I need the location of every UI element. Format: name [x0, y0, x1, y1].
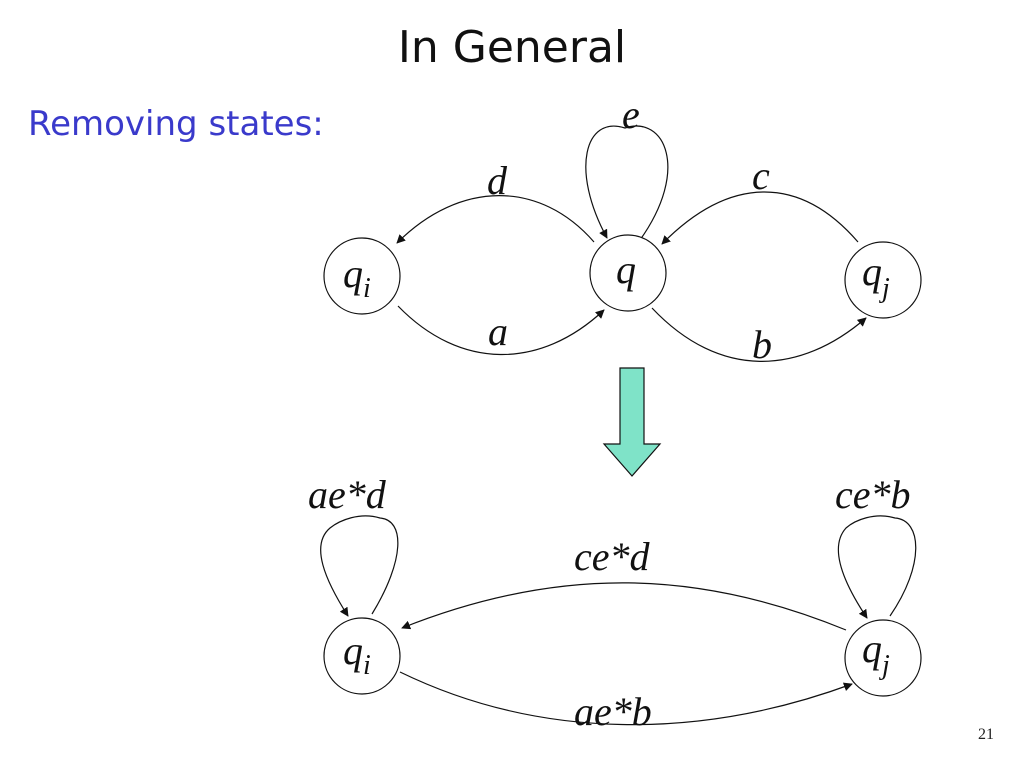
- edge-label-b: b: [752, 322, 772, 367]
- edge-q-to-qi: [396, 195, 595, 244]
- slide-title: In General: [397, 22, 627, 73]
- edge-label-ae-star-b: ae*b: [574, 689, 652, 734]
- state-q-label: q: [616, 247, 636, 292]
- state-qi-circle-reduced: [323, 617, 401, 695]
- edge-qj-self-loop: [837, 515, 917, 619]
- edge-label-c: c: [752, 153, 770, 198]
- state-qi-label-reduced: qi: [343, 628, 371, 681]
- state-qj-label-reduced: qj: [862, 626, 890, 681]
- edge-q-self-loop: [585, 125, 669, 241]
- state-qi-circle: [323, 237, 401, 315]
- edge-label-d: d: [487, 158, 508, 203]
- edge-qi-to-qj: [399, 671, 853, 726]
- edge-label-a: a: [488, 309, 508, 354]
- page-number: 21: [978, 726, 994, 743]
- edge-label-ce-star-d: ce*d: [574, 534, 651, 579]
- state-qj-label: qj: [862, 249, 890, 304]
- edge-label-ae-star-d: ae*d: [308, 472, 387, 517]
- edge-qi-to-q: [397, 305, 605, 356]
- edge-qj-to-q: [661, 191, 859, 245]
- edge-q-to-qj: [651, 307, 867, 362]
- slide-subtitle: Removing states:: [28, 104, 324, 144]
- state-qj-circle: [844, 241, 922, 319]
- transform-down-arrow: [602, 367, 662, 477]
- edge-label-ce-star-b: ce*b: [835, 472, 911, 517]
- edge-qi-self-loop: [320, 515, 399, 617]
- top-diagram: qi q qj d a e c b: [323, 92, 922, 367]
- state-q-circle: [589, 234, 667, 312]
- edge-qj-to-qi: [401, 582, 847, 631]
- state-qj-circle-reduced: [844, 619, 922, 697]
- state-qi-label: qi: [343, 251, 371, 304]
- edge-label-e: e: [622, 92, 640, 137]
- bottom-diagram: qi qj ae*d ce*b ce*d ae*b: [308, 472, 922, 734]
